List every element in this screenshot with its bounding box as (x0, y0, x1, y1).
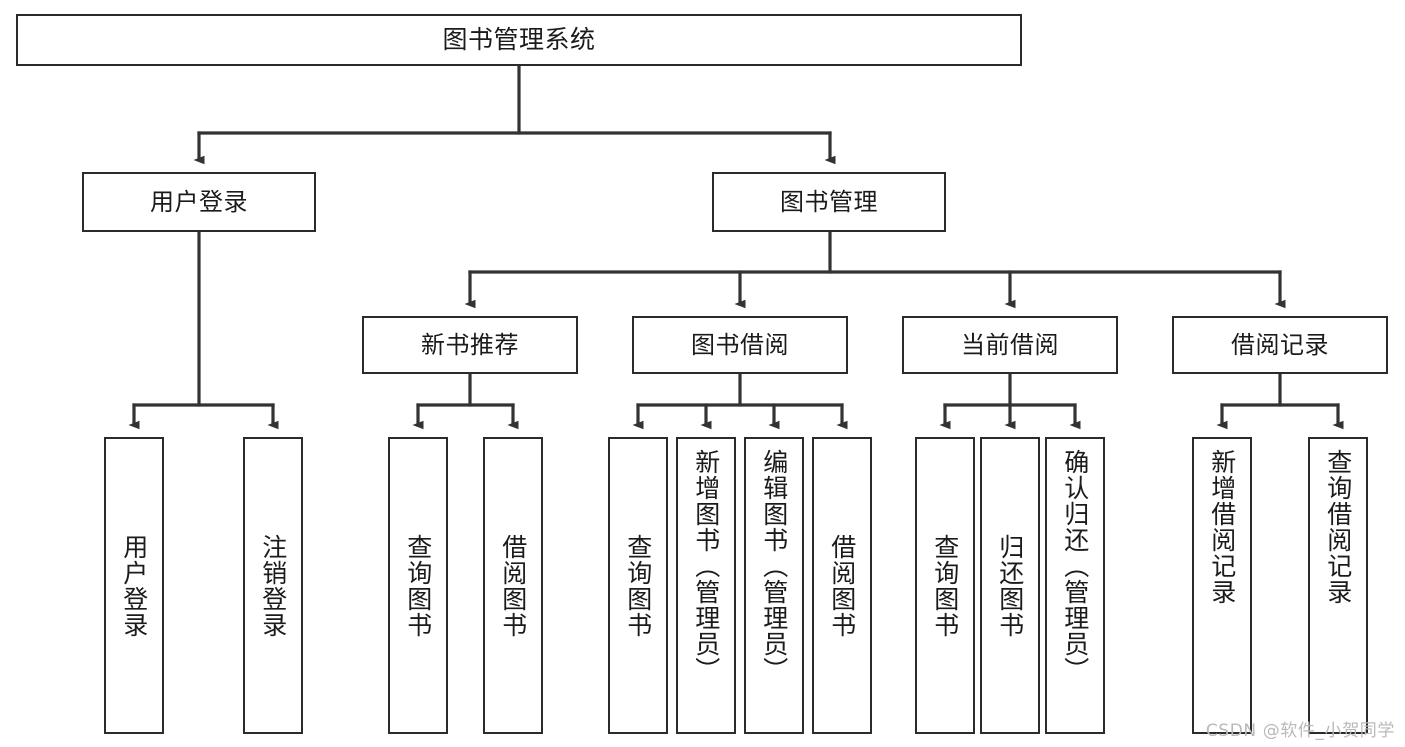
leaf-user-logout-label: 注销登录 (258, 533, 288, 638)
leaf-user-logout[interactable]: 注销登录 (243, 437, 303, 734)
leaf-rec-borrow-label: 借阅图书 (498, 533, 528, 638)
leaf-rec-borrow[interactable]: 借阅图书 (483, 437, 543, 734)
leaf-cur-query[interactable]: 查询图书 (915, 437, 975, 734)
node-root[interactable]: 图书管理系统 (16, 14, 1022, 66)
node-book-borrow-label: 图书借阅 (691, 330, 789, 359)
leaf-rec-add-label: 新增借阅记录 (1207, 449, 1237, 605)
leaf-cur-return-label: 归还图书 (995, 533, 1025, 638)
leaf-cur-confirm[interactable]: 确认归还（管理员） (1045, 437, 1105, 734)
leaf-borrow-do-label: 借阅图书 (827, 533, 857, 638)
node-book-manage[interactable]: 图书管理 (712, 172, 946, 232)
leaf-rec-query2[interactable]: 查询借阅记录 (1308, 437, 1368, 734)
node-root-label: 图书管理系统 (442, 25, 596, 54)
node-new-book-rec[interactable]: 新书推荐 (362, 316, 578, 374)
leaf-borrow-do[interactable]: 借阅图书 (812, 437, 872, 734)
node-current-borrow-label: 当前借阅 (961, 330, 1059, 359)
leaf-borrow-add[interactable]: 新增图书（管理员） (676, 437, 736, 734)
leaf-user-login-label: 用户登录 (119, 533, 149, 638)
leaf-borrow-query-label: 查询图书 (623, 533, 653, 638)
leaf-cur-confirm-label: 确认归还（管理员） (1060, 449, 1090, 683)
leaf-user-login[interactable]: 用户登录 (104, 437, 164, 734)
leaf-borrow-add-label: 新增图书（管理员） (691, 449, 721, 683)
leaf-borrow-edit-label: 编辑图书（管理员） (759, 449, 789, 683)
leaf-rec-query[interactable]: 查询图书 (388, 437, 448, 734)
leaf-cur-query-label: 查询图书 (930, 533, 960, 638)
node-new-book-rec-label: 新书推荐 (421, 330, 519, 359)
node-user-login[interactable]: 用户登录 (82, 172, 316, 232)
leaf-rec-add[interactable]: 新增借阅记录 (1192, 437, 1252, 734)
node-borrow-record-label: 借阅记录 (1231, 330, 1329, 359)
node-book-borrow[interactable]: 图书借阅 (632, 316, 848, 374)
leaf-rec-query2-label: 查询借阅记录 (1323, 449, 1353, 605)
node-book-manage-label: 图书管理 (780, 187, 878, 216)
node-borrow-record[interactable]: 借阅记录 (1172, 316, 1388, 374)
node-user-login-label: 用户登录 (150, 187, 248, 216)
leaf-borrow-query[interactable]: 查询图书 (608, 437, 668, 734)
leaf-rec-query-label: 查询图书 (403, 533, 433, 638)
leaf-cur-return[interactable]: 归还图书 (980, 437, 1040, 734)
node-current-borrow[interactable]: 当前借阅 (902, 316, 1118, 374)
leaf-borrow-edit[interactable]: 编辑图书（管理员） (744, 437, 804, 734)
